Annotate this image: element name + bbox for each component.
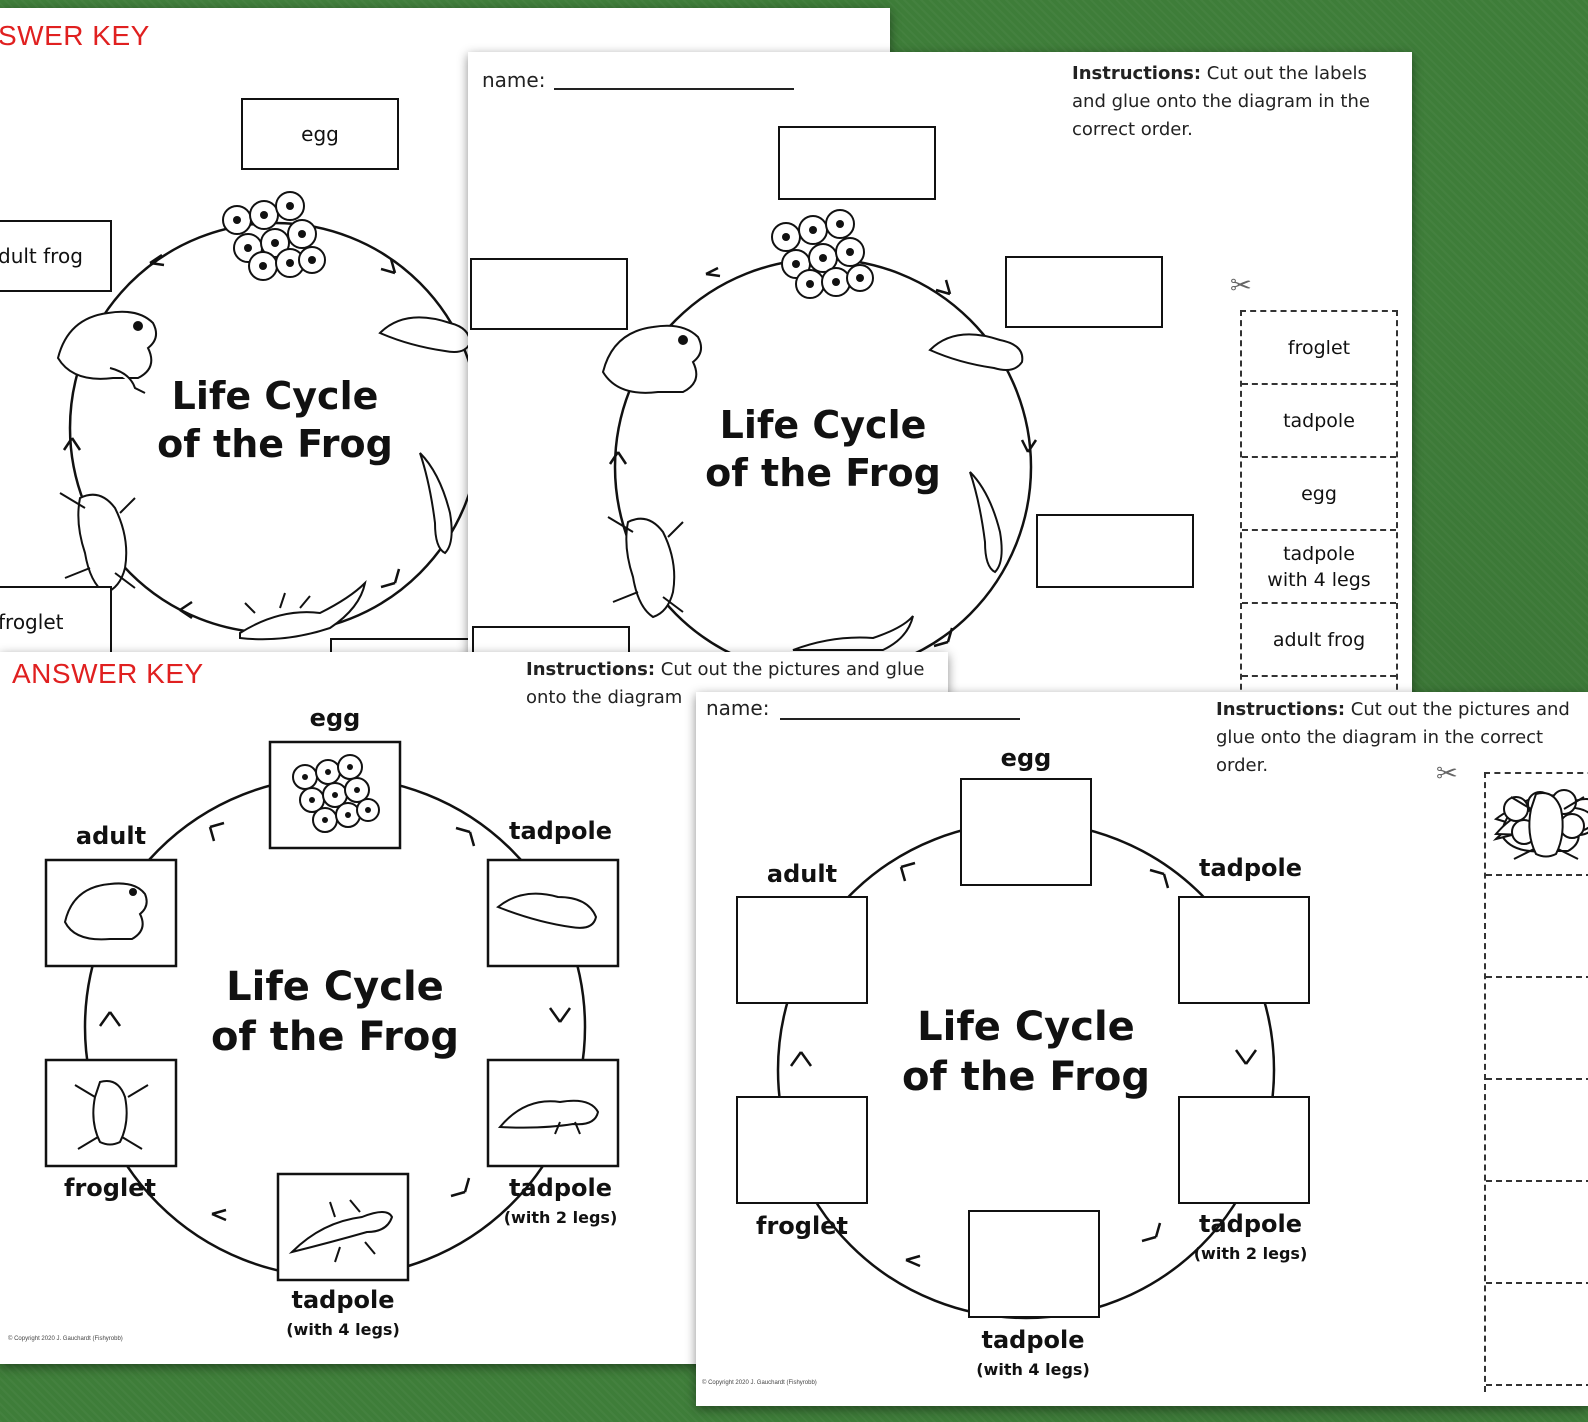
answer-key-heading: ANSWER KEY [12, 658, 204, 689]
stage-label-tadpole-4-legs: tadpole [291, 1286, 395, 1314]
froglet-icon [59, 492, 136, 595]
blank-picture-box-tadpole-2-legs[interactable] [1178, 1096, 1310, 1204]
name-underline[interactable] [780, 718, 1020, 720]
tadpole-two-legs-icon [969, 471, 1003, 574]
froglet-icon [607, 516, 684, 619]
cut-picture-eggs[interactable] [1486, 789, 1588, 1284]
blank-picture-box-tadpole[interactable] [1178, 896, 1310, 1004]
stage-label-tadpole: tadpole [508, 817, 613, 845]
diagram-title: Life Cycle of the Frog [901, 1004, 1151, 1100]
cut-picture-tadpole-four-legs[interactable] [1486, 798, 1588, 1080]
tadpole-icon [928, 333, 1024, 371]
stage-label-tadpole-2-legs: tadpole [508, 1174, 613, 1202]
tadpole-four-legs-icon [239, 579, 367, 641]
stage-label-tadpole: tadpole [1198, 854, 1303, 882]
name-label: name: [706, 696, 770, 720]
stage-sublabel-4-legs: (with 4 legs) [976, 1360, 1090, 1379]
stage-label-adult: adult [75, 822, 147, 850]
instructions: Instructions: Cut out the labels and glu… [1072, 63, 1370, 140]
stage-label-froglet: froglet [756, 1212, 848, 1240]
cut-out-labels: froglet tadpole egg tadpole with 4 legs … [1240, 310, 1398, 702]
tadpole-two-legs-icon [419, 452, 453, 555]
cycle-diagram [601, 209, 1038, 677]
worksheet-labels-blank: name: Instructions: Cut out the labels a… [468, 52, 1412, 702]
cycle-diagram [44, 740, 620, 1282]
copyright: © Copyright 2020 J. Gauchardt (Fishyrobb… [8, 1336, 123, 1342]
stage-label-froglet: froglet [64, 1174, 156, 1202]
stage-label-egg: egg [309, 704, 361, 732]
blank-picture-box-adult[interactable] [736, 896, 868, 1004]
tadpole-four-legs-icon [288, 1199, 394, 1263]
label-box-froglet: froglet [0, 586, 112, 658]
blank-label-box-right[interactable] [1005, 256, 1163, 328]
cut-picture-froglet[interactable] [1486, 792, 1588, 1386]
scissors-icon: ✂ [1230, 270, 1252, 300]
name-label: name: [482, 68, 546, 92]
blank-picture-box-tadpole-4-legs[interactable] [968, 1210, 1100, 1318]
blank-label-box-left[interactable] [470, 258, 628, 330]
scissors-icon: ✂ [1436, 758, 1458, 788]
blank-picture-box-froglet[interactable] [736, 1096, 868, 1204]
worksheet-pictures-blank: name: Instructions: Cut out the pictures… [696, 692, 1588, 1406]
name-underline[interactable] [554, 88, 794, 90]
froglet-icon [74, 1080, 149, 1150]
instructions: Instructions: Cut out the pictures and g… [526, 659, 925, 708]
cut-label[interactable]: tadpole with 4 legs [1242, 531, 1396, 604]
stage-label-tadpole-2-legs: tadpole [1198, 1210, 1303, 1238]
diagram-title: Life Cycle of the Frog [210, 964, 460, 1060]
tadpole-icon [496, 892, 598, 929]
answer-key-heading: SWER KEY [0, 20, 150, 51]
adult-frog-icon [56, 310, 158, 394]
cut-label[interactable]: adult frog [1242, 604, 1396, 677]
instructions: Instructions: Cut out the pictures and g… [1216, 699, 1570, 776]
stage-label-egg: egg [1000, 744, 1052, 772]
tadpole-two-legs-icon [497, 1099, 600, 1135]
cut-picture-tadpole-two-legs[interactable] [1486, 806, 1588, 1182]
tadpole-icon [378, 316, 472, 353]
adult-frog-icon [601, 324, 703, 394]
diagram-title: Life Cycle of the Frog [705, 403, 941, 495]
diagram-title: Life Cycle of the Frog [157, 374, 393, 466]
blank-label-box-top[interactable] [778, 126, 936, 200]
frog-eggs-icon [222, 191, 326, 281]
cycle-diagram [56, 191, 482, 641]
frog-eggs-icon [771, 209, 874, 299]
cut-label[interactable]: egg [1242, 458, 1396, 531]
label-box-adult: dult frog [0, 220, 112, 292]
stage-sublabel-4-legs: (with 4 legs) [286, 1320, 400, 1339]
cut-label[interactable]: froglet [1242, 312, 1396, 385]
stage-label-adult: adult [766, 860, 838, 888]
adult-frog-icon [63, 882, 148, 941]
copyright: © Copyright 2020 J. Gauchardt (Fishyrobb… [702, 1380, 817, 1386]
label-box-egg: egg [241, 98, 399, 170]
stage-sublabel-2-legs: (with 2 legs) [503, 1208, 618, 1227]
blank-picture-box-egg[interactable] [960, 778, 1092, 886]
blank-label-box-lower-right[interactable] [1036, 514, 1194, 588]
tadpole-four-legs-icon [792, 615, 914, 651]
cut-out-pictures [1484, 772, 1588, 1392]
cut-picture-adult-frog[interactable] [1486, 794, 1588, 978]
cut-label[interactable]: tadpole [1242, 385, 1396, 458]
stage-sublabel-2-legs: (with 2 legs) [1193, 1244, 1308, 1263]
stage-label-tadpole-4-legs: tadpole [981, 1326, 1085, 1354]
